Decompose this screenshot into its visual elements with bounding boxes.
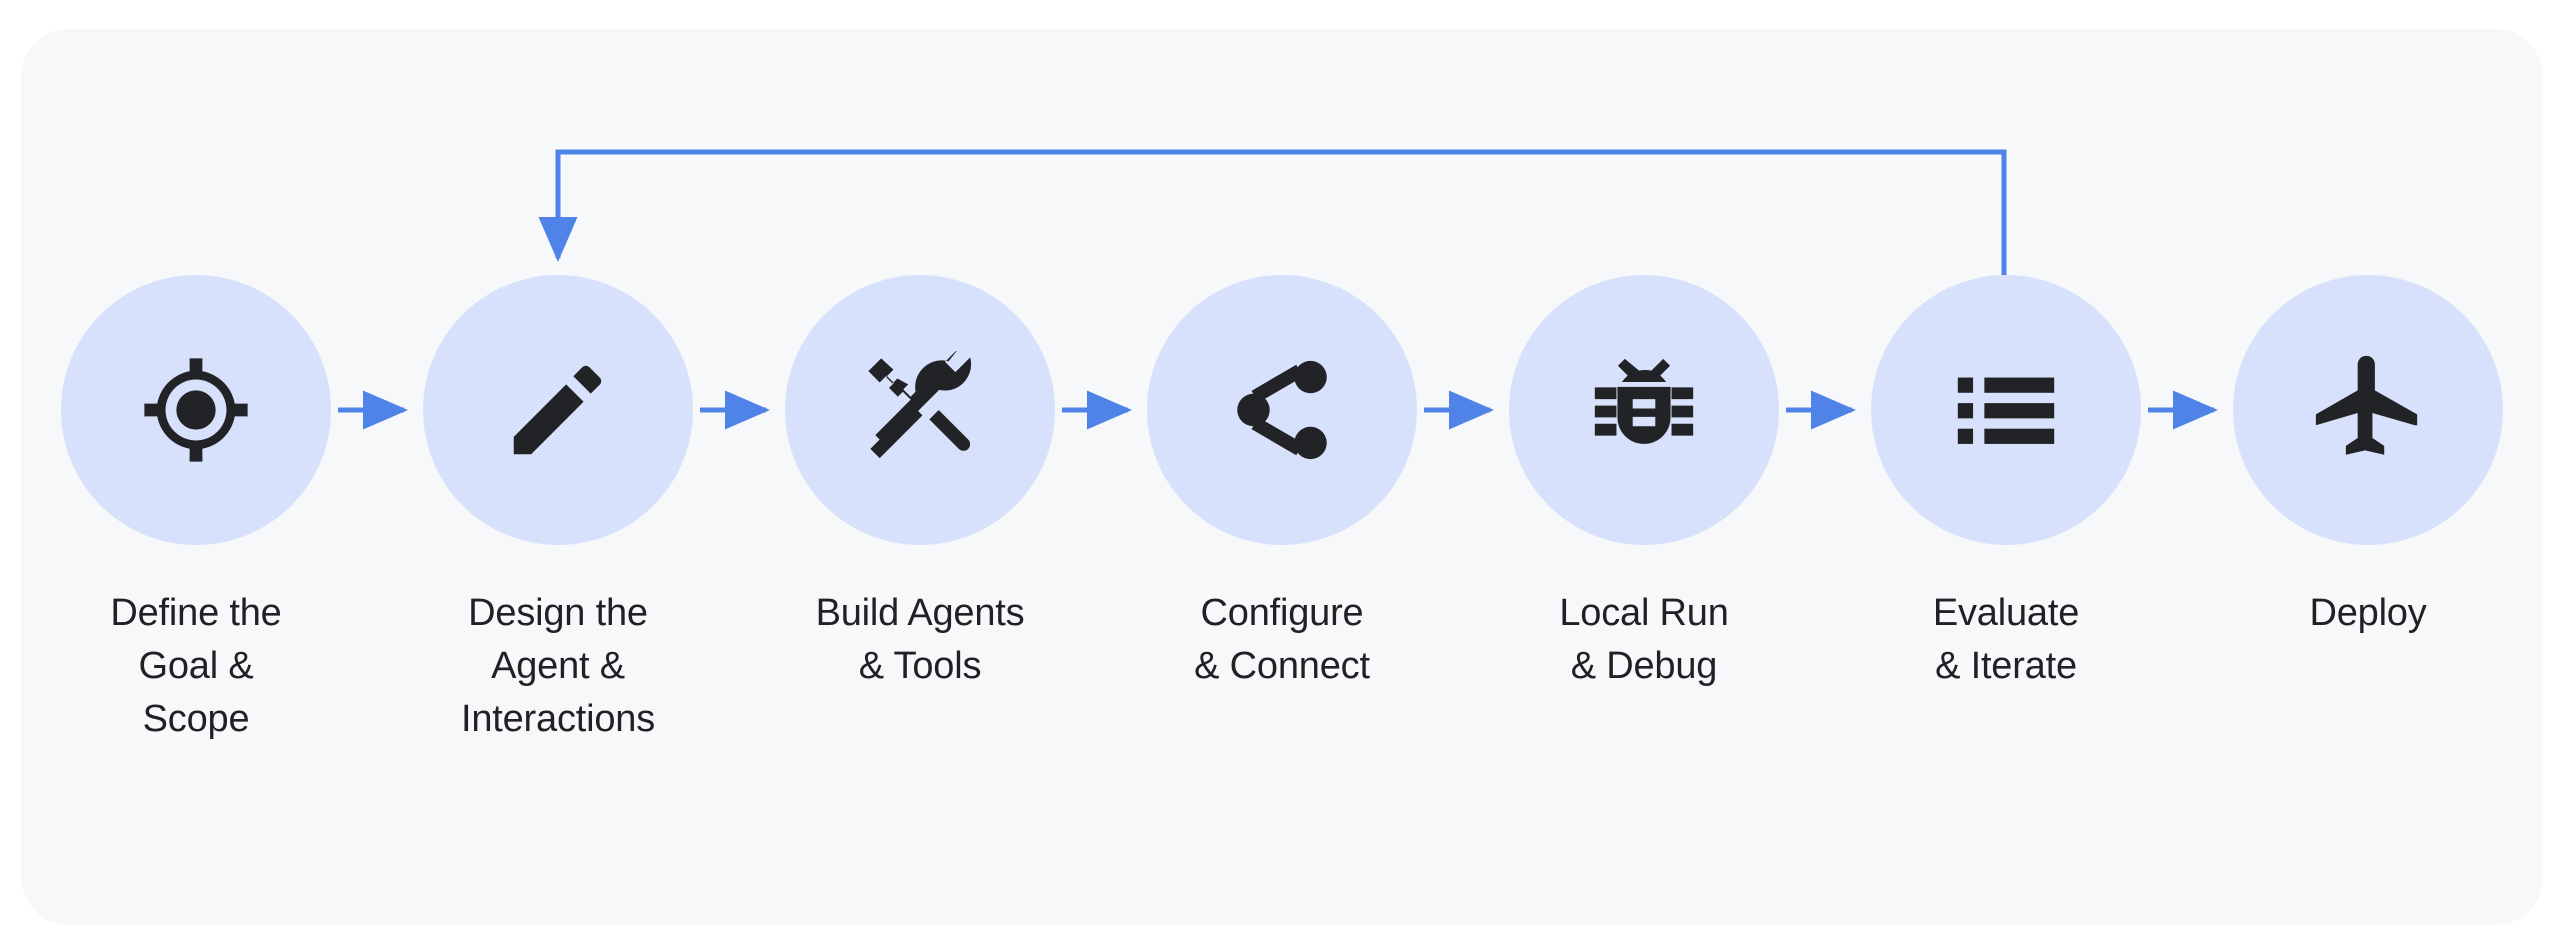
list-icon — [1947, 351, 2065, 469]
step-label: Define the Goal & Scope — [110, 592, 282, 740]
workflow-step-define-goal-scope[interactable]: Define the Goal & Scope — [46, 275, 346, 746]
share-nodes-icon — [1223, 351, 1341, 469]
step-label: Evaluate & Iterate — [1932, 592, 2080, 687]
step-icon-circle[interactable] — [1147, 275, 1417, 545]
airplane-icon — [2309, 351, 2427, 469]
step-icon-circle[interactable] — [423, 275, 693, 545]
workflow-step-design-agent-interactions[interactable]: Design the Agent & Interactions — [408, 275, 708, 746]
step-icon-circle[interactable] — [1871, 275, 2141, 545]
step-label: Design the Agent & Interactions — [460, 592, 656, 740]
step-icon-circle[interactable] — [61, 275, 331, 545]
hammer-wrench-icon — [861, 351, 979, 469]
step-label: Deploy — [2309, 592, 2427, 634]
step-label: Configure & Connect — [1194, 592, 1370, 687]
step-icon-circle[interactable] — [2233, 275, 2503, 545]
step-icon-circle[interactable] — [785, 275, 1055, 545]
bug-icon — [1585, 351, 1703, 469]
workflow-step-deploy[interactable]: Deploy — [2218, 275, 2518, 640]
step-label: Build Agents & Tools — [815, 592, 1025, 687]
workflow-step-local-run-debug[interactable]: Local Run & Debug — [1494, 275, 1794, 693]
workflow-step-evaluate-iterate[interactable]: Evaluate & Iterate — [1856, 275, 2156, 693]
workflow-step-build-agents-tools[interactable]: Build Agents & Tools — [770, 275, 1070, 693]
step-icon-circle[interactable] — [1509, 275, 1779, 545]
pencil-edit-icon — [499, 351, 617, 469]
workflow-step-configure-connect[interactable]: Configure & Connect — [1132, 275, 1432, 693]
target-crosshair-icon — [137, 351, 255, 469]
step-label: Local Run & Debug — [1559, 592, 1729, 687]
